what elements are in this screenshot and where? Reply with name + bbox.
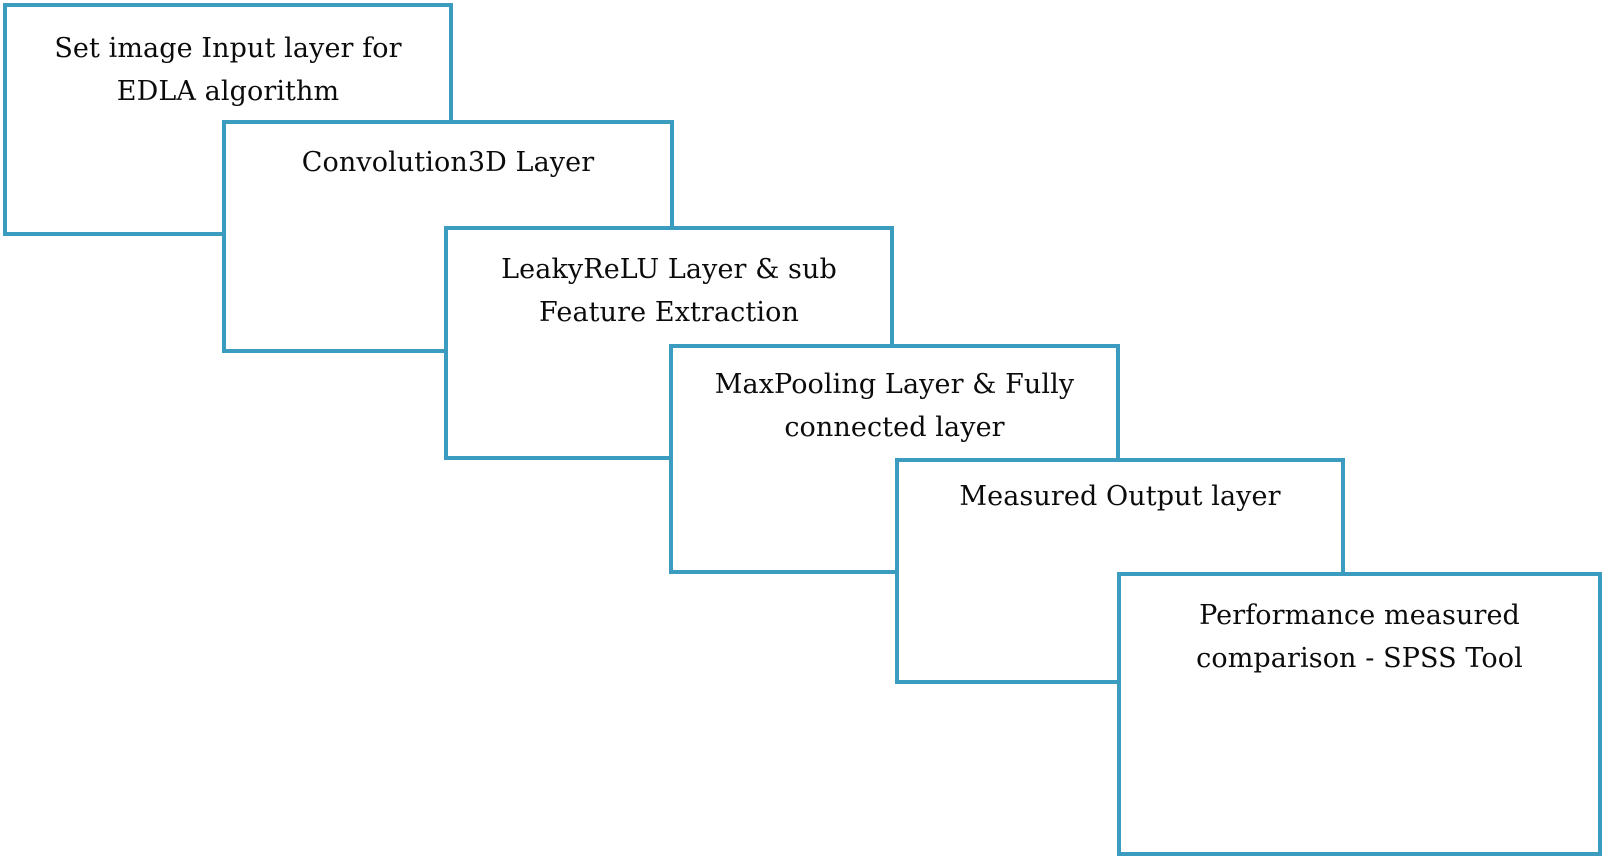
stage-label-input-layer: Set image Input layer for EDLA algorithm [54,33,402,107]
stage-box-performance-comparison[interactable]: Performance measured comparison - SPSS T… [1117,572,1602,856]
stage-label-maxpooling-layer: MaxPooling Layer & Fully connected layer [714,369,1075,443]
stage-label-convolution3d-layer: Convolution3D Layer [301,147,595,178]
stage-label-leakyrelu-layer: LeakyReLU Layer & sub Feature Extraction [501,254,837,328]
stage-label-measured-output-layer: Measured Output layer [959,481,1281,512]
stage-label-performance-comparison: Performance measured comparison - SPSS T… [1196,600,1523,674]
